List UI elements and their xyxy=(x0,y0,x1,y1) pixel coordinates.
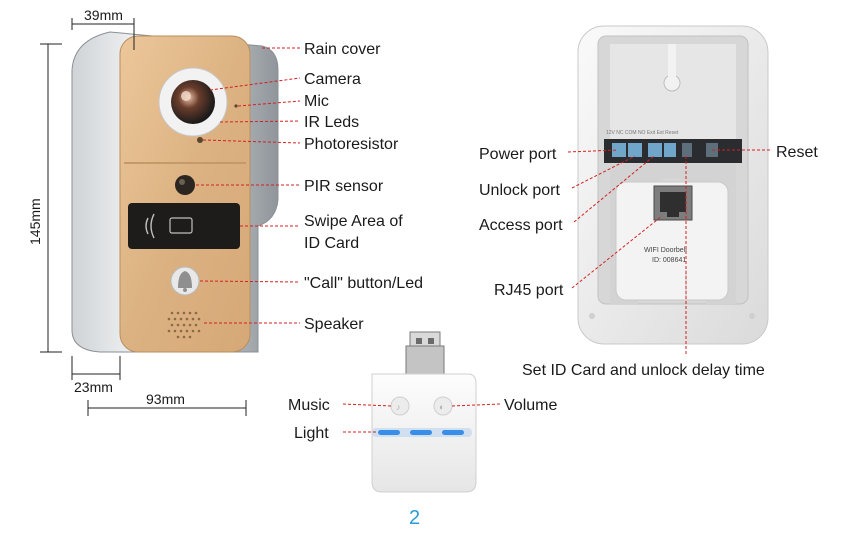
usb-chime: ♪ ◐ xyxy=(371,331,477,493)
light-leds xyxy=(372,428,472,437)
label-camera: Camera xyxy=(304,71,361,88)
dimension-lines xyxy=(40,18,247,416)
photoresistor xyxy=(197,137,203,143)
label-ir-leds: IR Leds xyxy=(304,114,359,131)
speaker-grille xyxy=(167,311,201,339)
label-rain-cover: Rain cover xyxy=(304,41,381,58)
model-line-2: ID: 008641 xyxy=(652,257,686,264)
label-call-button: "Call" button/Led xyxy=(304,275,423,292)
label-set-id-card: Set ID Card and unlock delay time xyxy=(522,362,765,379)
front-doorbell xyxy=(71,31,279,353)
label-power-port: Power port xyxy=(479,146,557,163)
label-unlock-port: Unlock port xyxy=(479,182,560,199)
label-reset: Reset xyxy=(776,144,818,161)
back-panel: 12V NC COM NO Exit Ext Reset WIFI Doorbe… xyxy=(577,25,769,345)
port-strip-text: 12V NC COM NO Exit Ext Reset xyxy=(606,130,679,136)
label-access-port: Access port xyxy=(479,217,563,234)
label-pir-sensor: PIR sensor xyxy=(304,178,384,195)
front-leader-lines xyxy=(196,47,301,324)
mic-hole xyxy=(234,104,238,108)
label-light: Light xyxy=(294,425,329,442)
label-rj45-port: RJ45 port xyxy=(494,282,564,299)
model-line-1: WIFI Doorbell xyxy=(644,247,687,254)
label-music: Music xyxy=(288,397,330,414)
back-leader-lines xyxy=(567,149,770,356)
music-button xyxy=(390,396,410,416)
label-volume: Volume xyxy=(504,397,557,414)
swipe-area xyxy=(128,203,240,249)
camera-lens xyxy=(171,80,215,124)
svg-text:♪: ♪ xyxy=(396,402,401,412)
svg-text:◐: ◐ xyxy=(439,402,444,412)
dim-depth-bottom: 23mm xyxy=(74,379,113,395)
dim-height: 145mm xyxy=(27,198,43,245)
label-swipe-area-2: ID Card xyxy=(304,235,359,252)
dim-width: 93mm xyxy=(146,391,185,407)
label-speaker: Speaker xyxy=(304,316,364,333)
chime-leader-lines xyxy=(342,403,501,433)
label-mic: Mic xyxy=(304,93,329,110)
page-number: 2 xyxy=(409,507,420,528)
label-swipe-area-1: Swipe Area of xyxy=(304,213,403,230)
dim-depth-top: 39mm xyxy=(84,7,123,23)
pir-sensor xyxy=(175,175,195,195)
label-photoresistor: Photoresistor xyxy=(304,136,399,153)
